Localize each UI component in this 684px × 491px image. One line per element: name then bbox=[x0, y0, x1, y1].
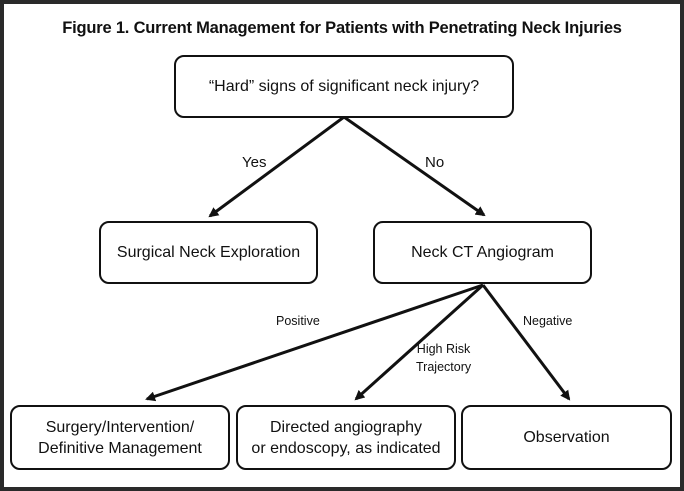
observation-text: Observation bbox=[523, 429, 610, 446]
surgical-neck-exploration-node: Surgical Neck Exploration bbox=[99, 221, 318, 284]
surgery-intervention-line-2: Definitive Management bbox=[38, 439, 202, 457]
surgery-intervention-node: Surgery/Intervention/ Definitive Managem… bbox=[10, 405, 230, 470]
arrow-negative bbox=[481, 284, 571, 401]
directed-angiography-line-2: or endoscopy, as indicated bbox=[251, 439, 441, 457]
neck-ct-angiogram-text: Neck CT Angiogram bbox=[411, 244, 554, 261]
figure-canvas: Figure 1. Current Management for Patient… bbox=[4, 4, 680, 487]
hard-signs-question-node: “Hard” signs of significant neck injury? bbox=[174, 55, 514, 118]
edge-label-yes: Yes bbox=[242, 154, 267, 171]
flowchart-arrows bbox=[145, 115, 571, 402]
directed-angiography-line-1: Directed angiography bbox=[269, 418, 423, 436]
edge-label-no: No bbox=[425, 154, 445, 171]
surgical-neck-exploration-text: Surgical Neck Exploration bbox=[116, 244, 301, 261]
edge-label-high-risk-line-2: Trajectory bbox=[416, 360, 472, 374]
neck-ct-angiogram-node: Neck CT Angiogram bbox=[373, 221, 592, 284]
edge-label-negative: Negative bbox=[523, 314, 573, 328]
arrow-yes bbox=[208, 115, 345, 218]
figure-title: Figure 1. Current Management for Patient… bbox=[62, 19, 622, 37]
edge-label-high-risk: High Risk Trajectory bbox=[416, 340, 471, 376]
edge-label-positive: Positive bbox=[276, 314, 320, 328]
arrow-high-risk bbox=[354, 283, 485, 401]
directed-angiography-node: Directed angiography or endoscopy, as in… bbox=[236, 405, 456, 470]
arrow-positive bbox=[145, 283, 484, 402]
arrow-no bbox=[343, 115, 486, 217]
surgery-intervention-line-1: Surgery/Intervention/ bbox=[45, 418, 195, 436]
edge-label-high-risk-line-1: High Risk bbox=[416, 342, 471, 356]
hard-signs-question-text: “Hard” signs of significant neck injury? bbox=[208, 78, 480, 95]
observation-node: Observation bbox=[461, 405, 672, 470]
